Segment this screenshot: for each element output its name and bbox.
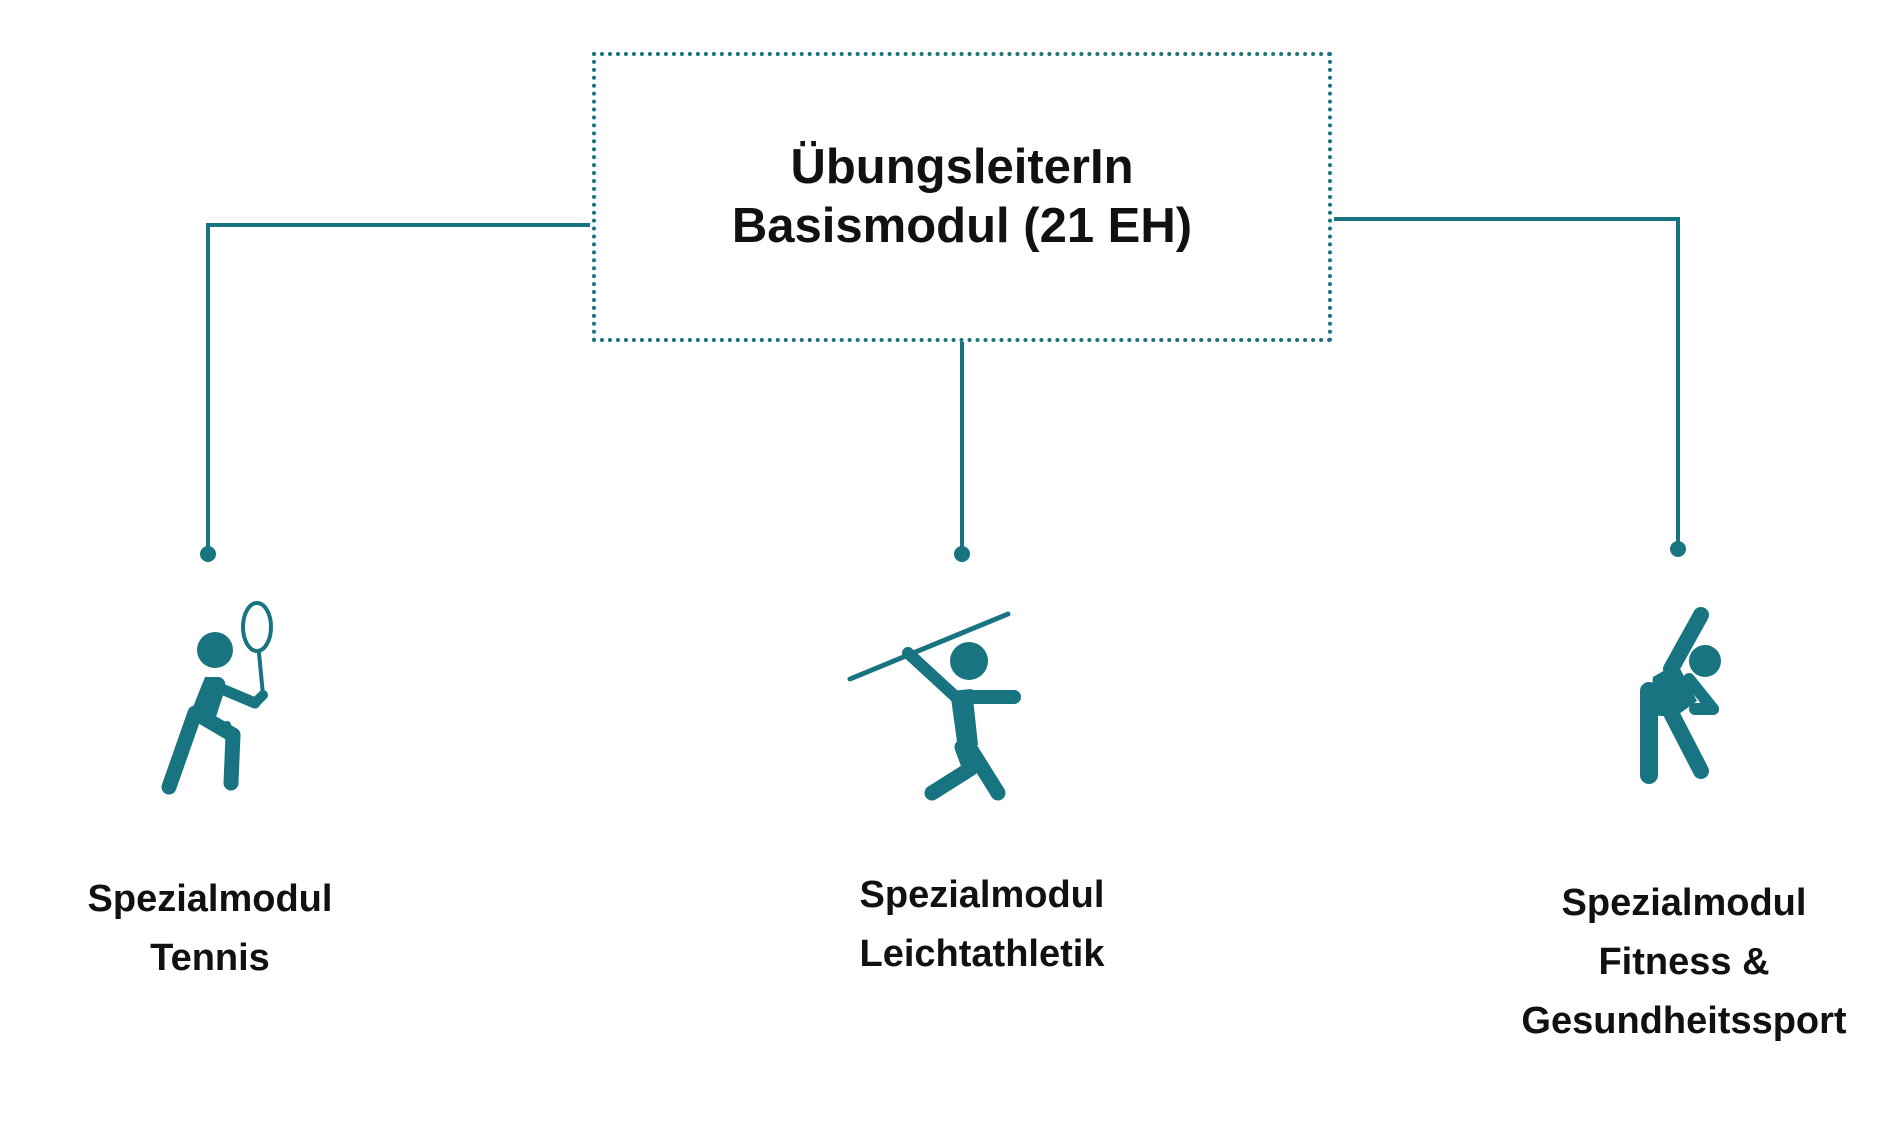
module-leichtathletik-line2: Leichtathletik — [859, 933, 1105, 975]
module-tennis-line2: Tennis — [150, 937, 270, 979]
javelin-thrower-icon — [847, 611, 1021, 801]
module-tennis: Spezialmodul Tennis — [0, 870, 420, 988]
module-leichtathletik: Spezialmodul Leichtathletik — [772, 866, 1192, 984]
module-fitness-line2: Fitness & — [1598, 941, 1770, 983]
root-title-line1: ÜbungsleiterIn — [790, 140, 1134, 194]
connector-right — [1334, 217, 1680, 549]
module-leichtathletik-line1: Spezialmodul — [859, 874, 1105, 916]
root-title-line2: Basismodul (21 EH) — [731, 199, 1193, 253]
module-tennis-line1: Spezialmodul — [87, 878, 333, 920]
connector-right-dot — [1670, 541, 1686, 557]
module-fitness-line1: Spezialmodul — [1561, 882, 1807, 924]
tennis-player-icon — [161, 601, 273, 795]
module-fitness: Spezialmodul Fitness & Gesundheitssport — [1474, 874, 1894, 1051]
root-node-box: ÜbungsleiterIn Basismodul (21 EH) — [592, 52, 1332, 342]
module-fitness-line3: Gesundheitssport — [1521, 1000, 1847, 1042]
connector-center-dot — [954, 546, 970, 562]
stretching-person-icon — [1640, 607, 1721, 784]
connector-left-dot — [200, 546, 216, 562]
connector-left — [206, 223, 590, 554]
